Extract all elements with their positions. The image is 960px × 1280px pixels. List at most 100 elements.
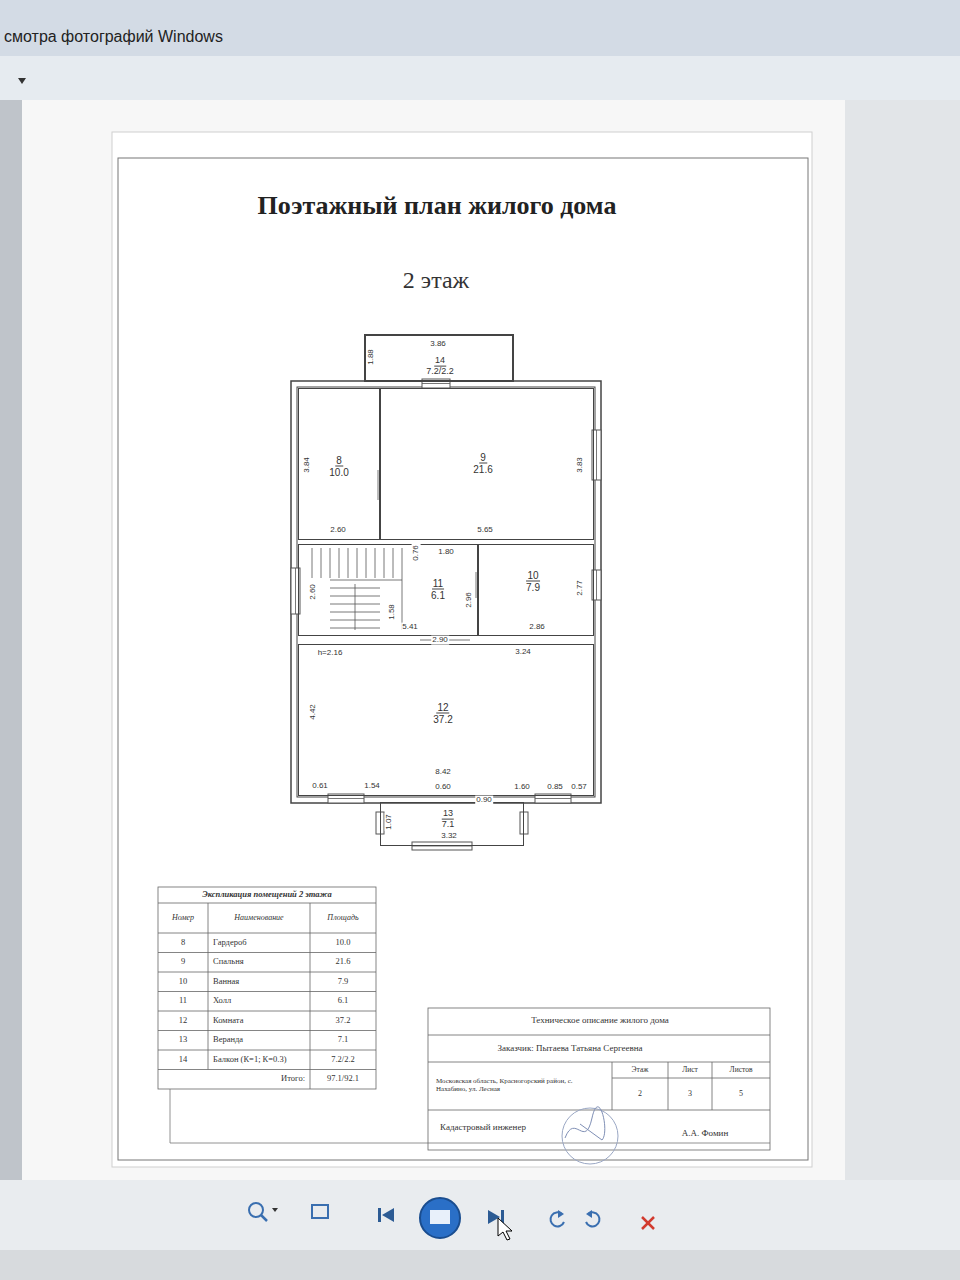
rotate-left-icon <box>558 1210 564 1218</box>
page-title: Поэтажный план жилого дома <box>258 192 617 221</box>
table-cell: 21.6 <box>336 958 351 967</box>
stamp-text: Кадастровый инженер <box>440 1123 526 1133</box>
stamp-grid <box>428 1008 770 1150</box>
stamp-text: 2 <box>638 1090 642 1099</box>
stamp-text: Техническое описание жилого дома <box>531 1016 669 1026</box>
document-page <box>112 132 812 1167</box>
dimension: 5.65 <box>476 526 494 535</box>
stairs <box>312 548 402 630</box>
table-cell: 97.1/92.1 <box>327 1074 359 1083</box>
dimension: 1.54 <box>363 782 381 791</box>
room-area: 21.6 <box>472 464 493 475</box>
dimension: 2.77 <box>576 579 585 597</box>
dimension: 2.60 <box>309 583 318 601</box>
dimension: 2.60 <box>329 526 347 535</box>
frame-line <box>170 1143 770 1144</box>
dimension: 3.24 <box>514 648 532 657</box>
table-cell: 14 <box>179 1055 188 1064</box>
table-cell: 12 <box>179 1016 188 1025</box>
room-box: 921.6 <box>380 388 594 540</box>
room-number: 12 <box>436 702 449 714</box>
table-cell: 37.2 <box>336 1016 351 1025</box>
dimension: 0.60 <box>434 783 452 792</box>
slideshow-button <box>420 1198 460 1238</box>
table-cell: 8 <box>181 938 185 947</box>
room-label: 921.6 <box>472 452 493 475</box>
left-edge <box>0 100 22 1180</box>
room-label: 1237.2 <box>432 702 453 725</box>
stamp-text: Московская область, Красногорский район,… <box>436 1078 604 1093</box>
prev-icon <box>378 1208 381 1222</box>
table-cell: Веранда <box>213 1036 243 1045</box>
table-cell: Ванная <box>213 977 239 986</box>
room-label: 810.0 <box>328 455 349 478</box>
table-cell: Спальня <box>213 958 244 967</box>
dimension: 3.83 <box>576 456 585 474</box>
dimension: 2.86 <box>528 623 546 632</box>
window-lines <box>296 384 597 847</box>
dimension: 5.41 <box>401 623 419 632</box>
zoom-icon <box>249 1203 263 1217</box>
room-number: 14 <box>434 356 446 367</box>
table-title: Экспликация помещений 2 этажа <box>202 890 332 899</box>
room-number: 11 <box>432 578 444 590</box>
room-area: 6.1 <box>430 590 446 601</box>
dimension: 0.57 <box>570 783 588 792</box>
room-area: 37.2 <box>432 714 453 725</box>
room-label: 116.1 <box>430 578 446 601</box>
seal <box>562 1108 618 1164</box>
screen-edge <box>0 1250 960 1280</box>
mouse-cursor <box>498 1218 512 1240</box>
room-number: 13 <box>442 809 454 820</box>
stamp-text: Этаж <box>632 1066 649 1074</box>
delete-icon <box>642 1217 654 1229</box>
room-box: 116.1 <box>298 544 478 636</box>
dimension: 1.60 <box>513 783 531 792</box>
room-label: 137.1 <box>441 809 456 830</box>
dimension: 2.90 <box>431 636 449 645</box>
table-header: Площадь <box>327 914 358 923</box>
table-header: Наименование <box>234 914 283 923</box>
zoom-icon <box>261 1215 267 1221</box>
dimension: 1.80 <box>437 548 455 557</box>
rotate-right-icon <box>586 1210 592 1218</box>
table-cell: Балкон (К=1; К=0.3) <box>213 1055 287 1064</box>
dimension: 2.96 <box>465 591 474 609</box>
table-cell: 6.1 <box>338 997 349 1006</box>
dimension: 1.07 <box>385 813 394 831</box>
window <box>412 842 472 850</box>
floor-label: 2 этаж <box>403 267 469 293</box>
dimension: 0.85 <box>546 783 564 792</box>
delete-icon <box>642 1217 654 1229</box>
dimension: 4.42 <box>309 703 318 721</box>
title-bar <box>0 0 960 56</box>
table-cell: 10.0 <box>336 938 351 947</box>
table-cell: 11 <box>179 997 187 1006</box>
room-label: 107.9 <box>525 570 541 593</box>
room-label: 147.2/2.2 <box>425 356 455 377</box>
door <box>378 470 379 500</box>
stamp-text: 5 <box>739 1090 743 1099</box>
prev-icon <box>382 1208 394 1222</box>
window <box>520 812 528 834</box>
dimension: 0.76 <box>412 544 421 562</box>
bottom-toolbar <box>0 1180 960 1250</box>
table-cell: 7.1 <box>338 1036 349 1045</box>
fit-icon <box>312 1205 328 1218</box>
window-title: смотра фотографий Windows <box>4 28 223 46</box>
dimension: 0.61 <box>311 782 329 791</box>
dimension: 1.88 <box>367 348 376 366</box>
dimension: 3.84 <box>303 456 312 474</box>
dimension: 8.42 <box>434 768 452 777</box>
doors <box>378 470 476 640</box>
signature <box>565 1107 605 1140</box>
dimension: 3.32 <box>440 832 458 841</box>
dimension: 0.90 <box>475 796 493 805</box>
room-area: 7.2/2.2 <box>425 367 455 377</box>
image-area <box>22 100 845 1180</box>
table-cell: 9 <box>181 958 185 967</box>
windows <box>291 379 601 850</box>
frame-line <box>170 1089 171 1143</box>
